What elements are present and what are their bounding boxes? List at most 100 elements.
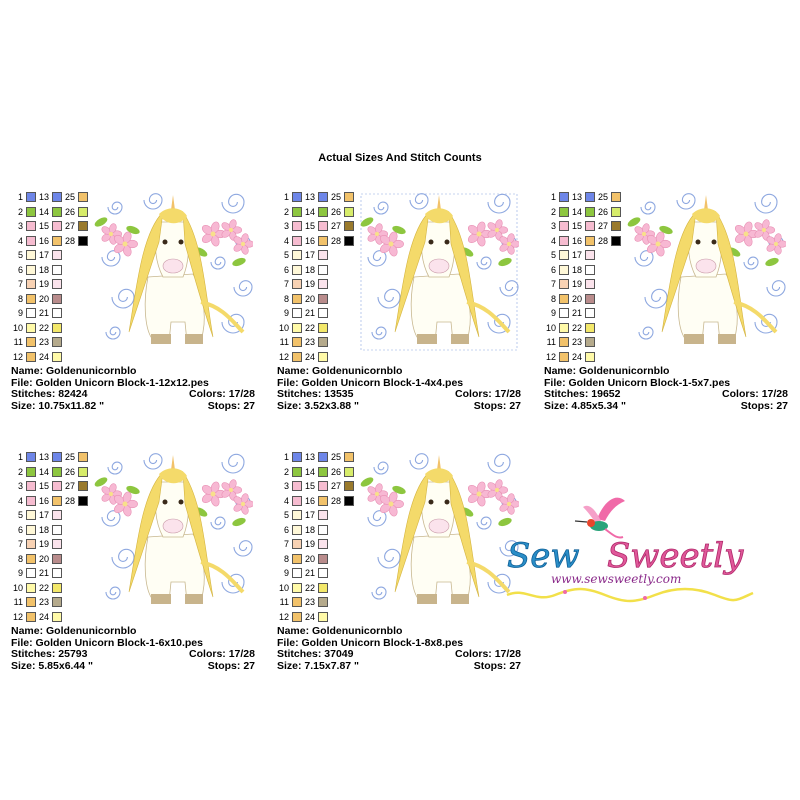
thread-swatch: 7 bbox=[277, 537, 305, 551]
thread-color-box bbox=[52, 611, 62, 622]
thread-color-box bbox=[318, 351, 328, 362]
thread-swatch: 18 bbox=[303, 263, 331, 277]
thread-color-box bbox=[52, 495, 62, 506]
thread-swatch: 21 bbox=[303, 306, 331, 320]
thread-swatch: 23 bbox=[37, 335, 65, 349]
thread-swatch: 21 bbox=[303, 566, 331, 580]
thread-color-box bbox=[52, 510, 62, 520]
thread-color-box bbox=[26, 250, 36, 260]
design-preview[interactable] bbox=[93, 442, 255, 612]
thread-swatch: 27 bbox=[329, 219, 357, 233]
logo-artwork: Sew Sweetly www.sewsweetly.com bbox=[506, 497, 754, 603]
thread-number: 22 bbox=[304, 582, 315, 593]
thread-color-box bbox=[318, 293, 328, 304]
thread-color-box bbox=[52, 264, 62, 275]
design-preview[interactable] bbox=[626, 182, 788, 352]
design-preview[interactable] bbox=[359, 182, 521, 352]
thread-swatch: 11 bbox=[11, 335, 39, 349]
thread-number: 12 bbox=[278, 351, 289, 362]
thread-color-box bbox=[78, 495, 88, 506]
thread-number: 1 bbox=[550, 192, 556, 202]
thread-swatch: 15 bbox=[37, 479, 65, 493]
thread-swatch: 8 bbox=[11, 552, 39, 566]
sew-sweetly-logo[interactable]: Sew Sweetly www.sewsweetly.com bbox=[505, 495, 755, 605]
design-info: Name: Goldenunicornblo File: Golden Unic… bbox=[277, 365, 521, 412]
thread-color-box bbox=[292, 279, 302, 289]
thread-number: 18 bbox=[571, 264, 582, 275]
thread-swatch: 27 bbox=[63, 219, 91, 233]
thread-swatch: 18 bbox=[570, 263, 598, 277]
thread-color-box bbox=[292, 221, 302, 231]
thread-number: 1 bbox=[17, 192, 23, 202]
thread-color-box bbox=[318, 337, 328, 347]
thread-swatch: 17 bbox=[303, 248, 331, 262]
thread-swatch: 6 bbox=[277, 263, 305, 277]
design-preview[interactable] bbox=[93, 182, 255, 352]
thread-swatch: 23 bbox=[37, 595, 65, 609]
thread-color-box bbox=[292, 597, 302, 607]
thread-color-box bbox=[292, 351, 302, 362]
thread-swatch: 25 bbox=[329, 190, 357, 204]
design-stops: Stops: 27 bbox=[207, 659, 255, 672]
thread-color-box bbox=[78, 192, 88, 202]
thread-color-box bbox=[318, 192, 328, 202]
thread-swatch: 12 bbox=[544, 350, 572, 364]
thread-swatch: 1 bbox=[277, 190, 305, 204]
thread-color-box bbox=[318, 481, 328, 491]
thread-number: 2 bbox=[550, 206, 556, 217]
thread-swatch: 28 bbox=[329, 234, 357, 248]
design-stops: Stops: 27 bbox=[473, 399, 521, 412]
thread-number: 4 bbox=[283, 495, 289, 506]
thread-number: 2 bbox=[283, 466, 289, 477]
thread-swatch: 11 bbox=[277, 335, 305, 349]
thread-swatch: 1 bbox=[11, 450, 39, 464]
thread-number: 8 bbox=[283, 553, 289, 564]
thread-swatch: 14 bbox=[37, 205, 65, 219]
thread-number: 1 bbox=[283, 192, 289, 202]
thread-color-box bbox=[318, 597, 328, 607]
thread-swatch: 18 bbox=[37, 523, 65, 537]
thread-color-box bbox=[292, 192, 302, 202]
thread-swatch: 6 bbox=[544, 263, 572, 277]
thread-color-box bbox=[26, 582, 36, 593]
thread-color-box bbox=[292, 264, 302, 275]
thread-number: 26 bbox=[330, 466, 341, 477]
thread-color-box bbox=[585, 322, 595, 333]
thread-number: 24 bbox=[571, 351, 582, 362]
thread-color-box bbox=[52, 597, 62, 607]
thread-number: 15 bbox=[38, 481, 49, 491]
thread-number: 24 bbox=[304, 351, 315, 362]
thread-swatch: 24 bbox=[37, 610, 65, 624]
thread-number: 21 bbox=[304, 568, 315, 578]
thread-color-box bbox=[52, 279, 62, 289]
thread-swatch: 16 bbox=[570, 234, 598, 248]
thread-number: 16 bbox=[304, 495, 315, 506]
thread-number: 4 bbox=[283, 235, 289, 246]
thread-swatch: 2 bbox=[11, 205, 39, 219]
thread-number: 28 bbox=[597, 235, 608, 246]
thread-number: 7 bbox=[283, 279, 289, 289]
thread-color-box bbox=[344, 192, 354, 202]
thread-number: 15 bbox=[304, 221, 315, 231]
thread-swatch: 27 bbox=[329, 479, 357, 493]
thread-swatch: 14 bbox=[570, 205, 598, 219]
thread-swatch: 20 bbox=[303, 552, 331, 566]
thread-swatch: 20 bbox=[570, 292, 598, 306]
thread-swatch: 5 bbox=[544, 248, 572, 262]
thread-color-box bbox=[52, 221, 62, 231]
thread-color-box bbox=[52, 206, 62, 217]
thread-swatch: 26 bbox=[63, 465, 91, 479]
thread-swatch: 9 bbox=[11, 566, 39, 580]
design-stitches: Stitches: 19652 bbox=[544, 388, 621, 400]
design-preview[interactable] bbox=[359, 442, 521, 612]
design-colors: Colors: 17/28 bbox=[455, 388, 521, 400]
thread-number: 20 bbox=[38, 553, 49, 564]
thread-swatch: 17 bbox=[303, 508, 331, 522]
